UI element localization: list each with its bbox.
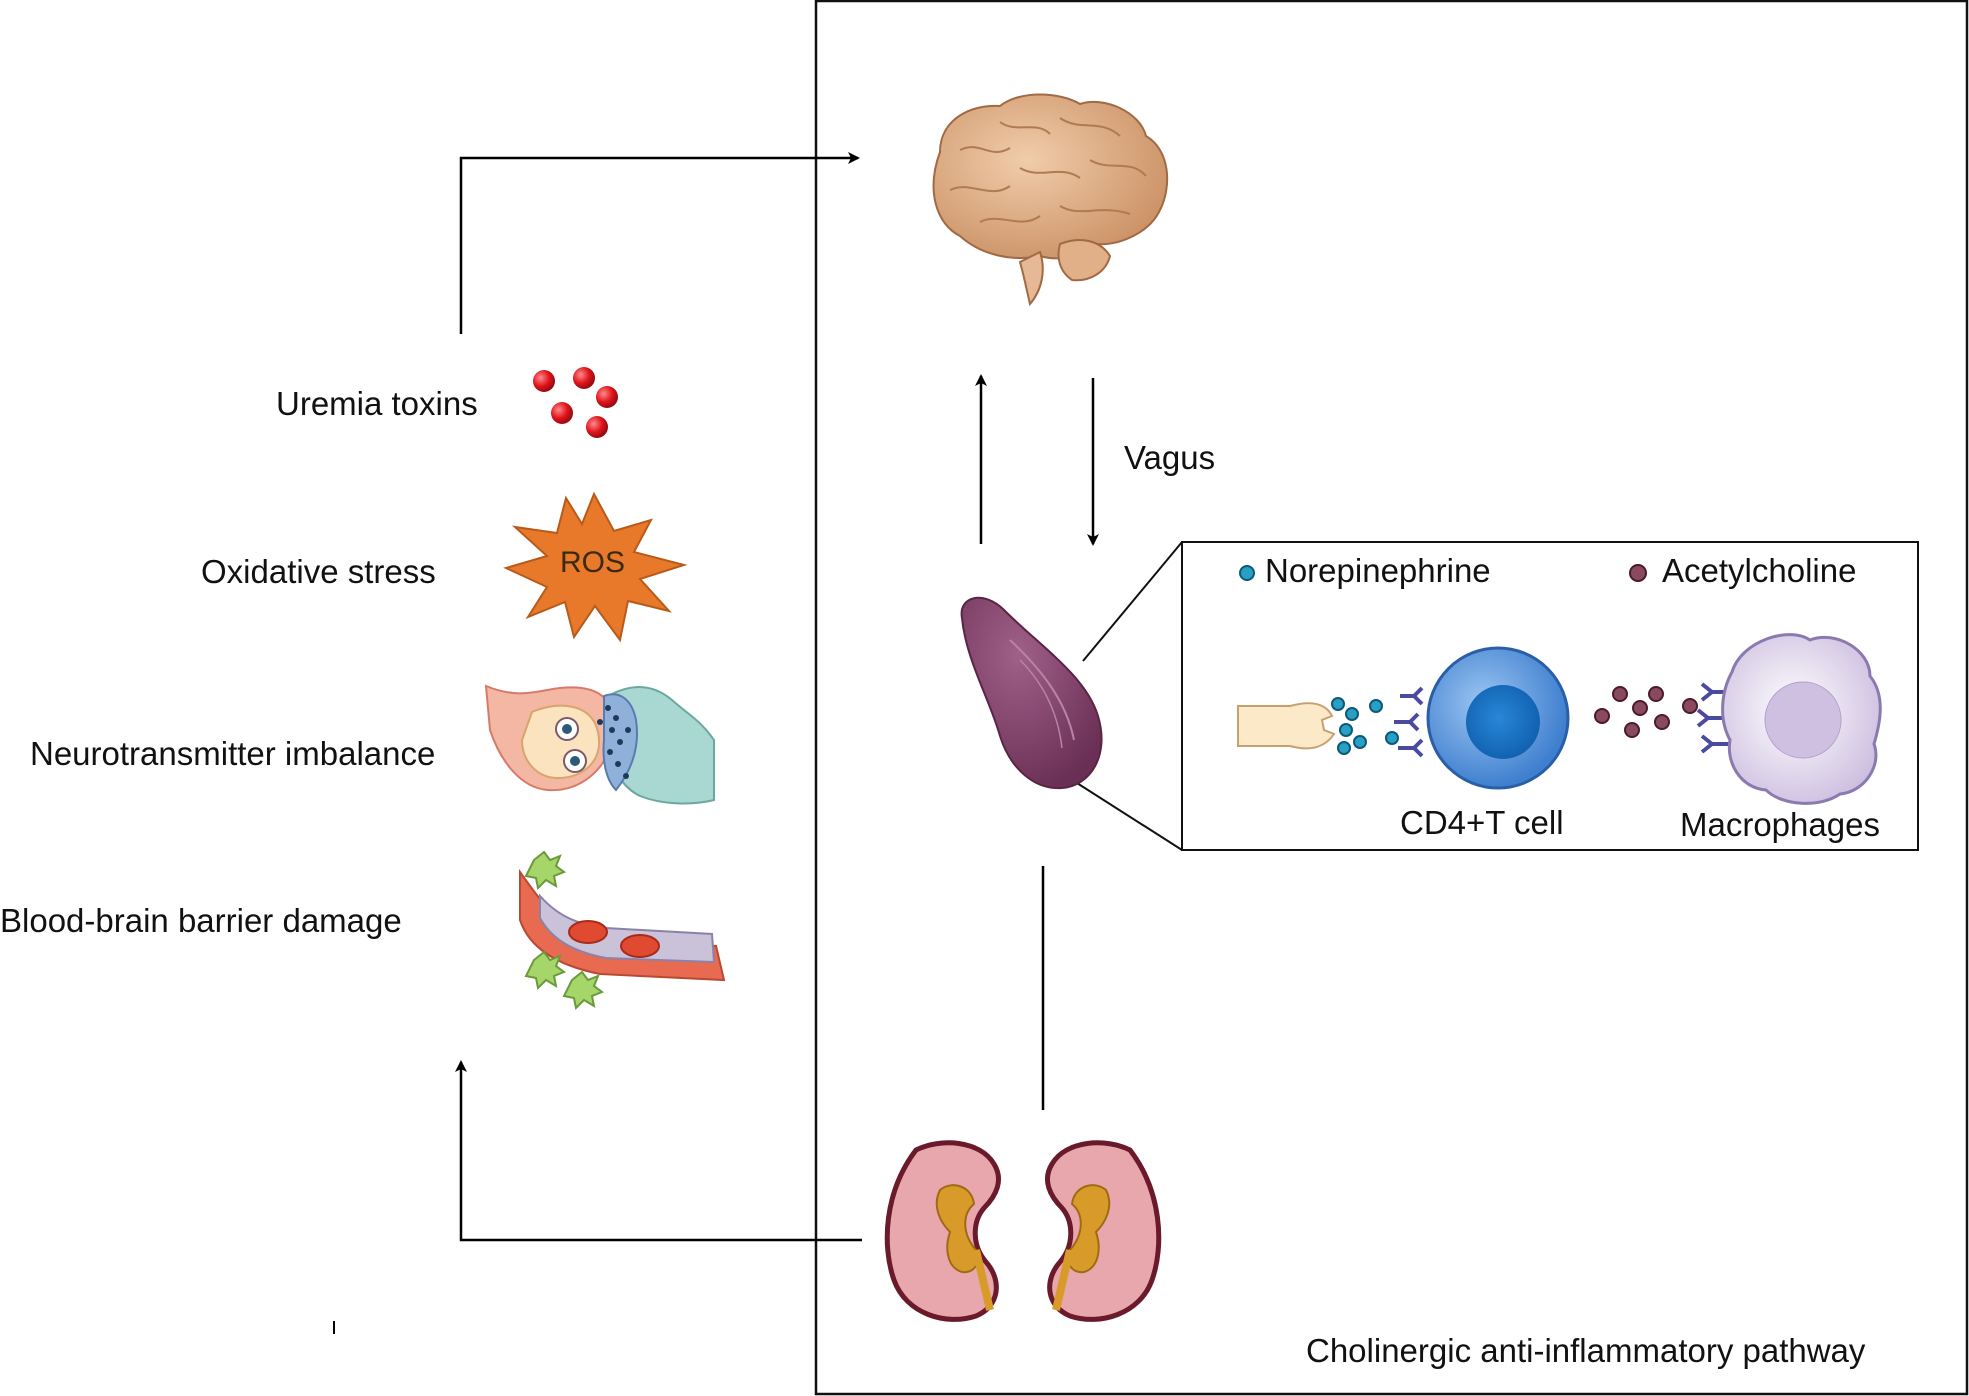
oxidative-stress-label: Oxidative stress (201, 553, 436, 590)
kidneys-icon (884, 1140, 1162, 1322)
ros-label: ROS (560, 546, 626, 579)
neurotransmitter-imbalance-label: Neurotransmitter imbalance (30, 735, 436, 772)
inset-pointer-bottom (1065, 775, 1183, 851)
macrophage-icon (1696, 633, 1882, 805)
acetylcholine-legend-dot (1629, 564, 1647, 582)
bbb-damage-label: Blood-brain barrier damage (0, 902, 402, 939)
acetylcholine-molecules (1594, 686, 1698, 738)
vagus-label: Vagus (1124, 439, 1216, 476)
spleen-icon (960, 596, 1103, 790)
arrow-kidney-to-factors (455, 1060, 862, 1242)
inset-pointer-top (1082, 541, 1183, 662)
norepinephrine-legend-dot (1239, 565, 1255, 581)
norepinephrine-legend-label: Norepinephrine (1265, 552, 1491, 589)
cd4-t-cell-label: CD4+T cell (1400, 804, 1564, 841)
ros-starburst-icon (503, 491, 688, 643)
uremia-toxins-label: Uremia toxins (276, 385, 478, 422)
blood-vessel-icon (519, 850, 726, 1011)
norepinephrine-molecules (1331, 697, 1399, 755)
nerve-terminal-icon (1237, 702, 1336, 750)
pathway-title: Cholinergic anti-inflammatory pathway (1306, 1332, 1866, 1369)
macrophages-label: Macrophages (1680, 806, 1880, 843)
arrow-toxins-to-brain (459, 152, 860, 334)
toxin-spheres-icon (533, 367, 618, 438)
synapse-icon (484, 684, 715, 805)
pathway-box (814, 0, 1969, 1396)
cd4-t-cell-icon (1394, 646, 1570, 790)
acetylcholine-legend-label: Acetylcholine (1662, 552, 1857, 589)
brain-icon (932, 93, 1169, 307)
